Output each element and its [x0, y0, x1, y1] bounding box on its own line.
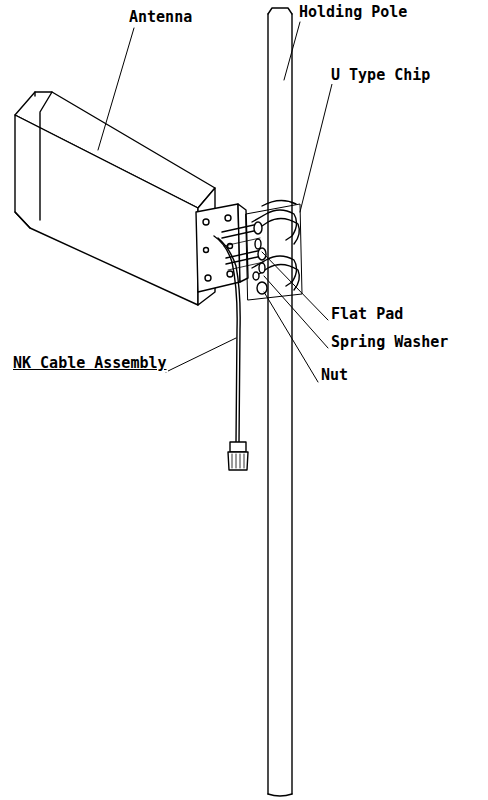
part-label: Spring Washer: [330, 333, 449, 351]
part-label: Flat Pad: [330, 305, 404, 323]
nk-cable-assembly: [214, 236, 248, 470]
part-label: Holding Pole: [298, 3, 408, 21]
leader-lines: [98, 22, 332, 382]
part-label: NK Cable Assembly: [12, 354, 168, 372]
mounting-plate: [196, 204, 248, 292]
holding-pole: [268, 8, 292, 796]
part-label: Nut: [320, 366, 349, 384]
part-label: Antenna: [128, 8, 193, 26]
part-label: U Type Chip: [330, 66, 431, 84]
antenna-body: [15, 92, 215, 305]
bolt-set: [222, 222, 267, 294]
